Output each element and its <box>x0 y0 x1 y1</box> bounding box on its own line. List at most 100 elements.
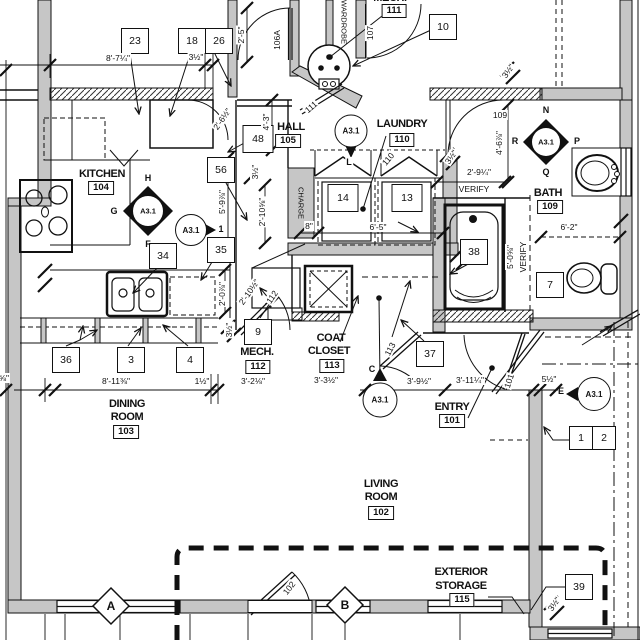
room-label-entry: ENTRY <box>434 401 470 413</box>
elev-letter-f: F <box>145 239 151 249</box>
room-number-coat: 113 <box>319 359 345 373</box>
bath-sink <box>571 147 623 197</box>
dim-chase-depth: 2'-10⅝" <box>257 196 267 228</box>
range-stove <box>19 179 73 253</box>
keynote-2: 2 <box>592 426 616 450</box>
room-number-mech: 112 <box>245 360 271 374</box>
dim-hall-length: 5'-9⅞" <box>217 188 227 216</box>
elev-letter-1: 1 <box>218 224 224 234</box>
keynote-14: 14 <box>327 184 359 212</box>
room-label-wardrobe: WARDROBE <box>339 0 349 44</box>
door-109: 109 <box>491 110 509 120</box>
elev-letter-c: C <box>368 364 376 374</box>
room-number-living: 102 <box>368 506 394 520</box>
room-label-kitchen: KITCHEN <box>78 168 126 180</box>
room-label-bath: BATH <box>533 187 563 199</box>
chase-label: CHARGE <box>296 186 306 220</box>
dim-mech-width: 3'-2⅛" <box>240 376 266 386</box>
dim-closet-depth: 2'-5" <box>236 25 246 45</box>
dim-left-edge: ⅝" <box>0 373 11 383</box>
room-number-entry: 101 <box>439 414 465 428</box>
room-label-coat-2: CLOSET <box>307 345 351 357</box>
dim-bath-depth: 4'-6⅞" <box>494 129 504 157</box>
bathtub <box>443 203 505 311</box>
washer-dryer <box>315 177 440 246</box>
keynote-34: 34 <box>149 243 177 269</box>
keynote-4: 4 <box>176 347 204 373</box>
room-label-mech: MECH. <box>239 346 275 358</box>
dim-entry-wall: 5½" <box>540 374 558 384</box>
dim-entry-b: 3'-11¼" <box>454 375 486 385</box>
keynote-7: 7 <box>536 272 564 298</box>
elev-letter-g: G <box>110 206 118 216</box>
kitchen-sink <box>105 270 169 318</box>
keynote-56: 56 <box>207 157 235 183</box>
elev-letter-q: Q <box>542 167 550 177</box>
room-number-hall: 105 <box>275 134 301 148</box>
elev-balloon-laundry: A3.1 <box>334 114 368 148</box>
room-label-storage-1: EXTERIOR <box>434 566 488 578</box>
elev-letter-p: P <box>573 136 581 146</box>
keynote-10: 10 <box>429 14 457 40</box>
section-marker-b: B <box>340 598 350 612</box>
room-number-dining: 103 <box>113 425 139 439</box>
dim-hall-width: 4'-3" <box>261 112 271 132</box>
dim-tub-length-verify: VERIFY <box>518 240 528 274</box>
keynote-36: 36 <box>52 347 80 373</box>
room-label-living-1: LIVING <box>363 478 399 490</box>
keynote-3: 3 <box>117 347 145 373</box>
dim-tub-verify: VERIFY <box>457 184 491 194</box>
keynote-23: 23 <box>121 28 149 54</box>
dim-coat-width: 3'-3½" <box>313 375 339 385</box>
room-label-dining-2: ROOM <box>110 411 144 423</box>
section-marker-a: A <box>106 599 116 613</box>
room-number-kitchen: 104 <box>88 181 114 195</box>
door-107: 107 <box>365 24 375 42</box>
dim-wall-mech: 3½" <box>224 321 234 339</box>
room-label-hall: HALL <box>277 121 305 133</box>
keynote-37: 37 <box>416 341 444 367</box>
keynote-9: 9 <box>244 319 272 345</box>
elev-balloon-entry: A3.1 <box>362 382 398 418</box>
dim-wall-hall: 3½" <box>250 163 260 181</box>
dim-bath-width: 6'-2" <box>559 222 579 232</box>
dim-wall-top: 3½" <box>187 52 205 62</box>
dim-kitchen-top: 8'-7¼" <box>104 53 132 63</box>
room-number-laundry: 110 <box>389 133 415 147</box>
keynote-13: 13 <box>391 184 423 212</box>
keynote-39: 39 <box>565 574 593 600</box>
room-number-storage: 115 <box>449 593 475 607</box>
dim-laundry-width: 6'-5" <box>368 222 388 232</box>
room-label-storage-2: STORAGE <box>435 580 487 592</box>
elev-letter-r: R <box>511 136 519 146</box>
elev-balloon-kitchen: A3.1 <box>175 214 207 246</box>
dim-dining-width: 8'-11⅜" <box>100 376 132 386</box>
room-label-mech-upper: MECH. <box>373 0 407 4</box>
dim-laundry-offset: 8" <box>304 221 314 231</box>
keynote-1: 1 <box>569 426 593 450</box>
hatched-walls <box>49 87 543 323</box>
keynote-26: 26 <box>205 28 233 54</box>
dim-kitchen-wall: 2'-0⅞" <box>217 280 227 308</box>
porch-boundary <box>174 545 608 640</box>
elev-letter-n: N <box>542 105 550 115</box>
elev-letter-e: E <box>557 386 565 396</box>
elev-balloon-east: A3.1 <box>577 377 611 411</box>
room-label-laundry: LAUNDRY <box>376 118 428 130</box>
elev-diamond-bath-label: A3.1 <box>538 137 554 147</box>
elev-letter-h: H <box>144 173 152 183</box>
toilet <box>566 262 618 295</box>
keynote-38: 38 <box>460 239 488 265</box>
room-label-living-2: ROOM <box>364 491 398 503</box>
elevation-markers <box>91 119 578 626</box>
elev-letter-l: L <box>345 157 353 167</box>
door-106a: 106A <box>272 29 282 51</box>
room-number-bath: 109 <box>537 200 563 214</box>
room-number-mech-upper: 111 <box>381 4 407 18</box>
dim-dining-wall: 1½" <box>193 376 211 386</box>
dim-tub-length: 5'-0⅝" <box>505 243 515 271</box>
elev-diamond-kitchen-label: A3.1 <box>140 206 156 216</box>
keynote-35: 35 <box>207 237 235 263</box>
